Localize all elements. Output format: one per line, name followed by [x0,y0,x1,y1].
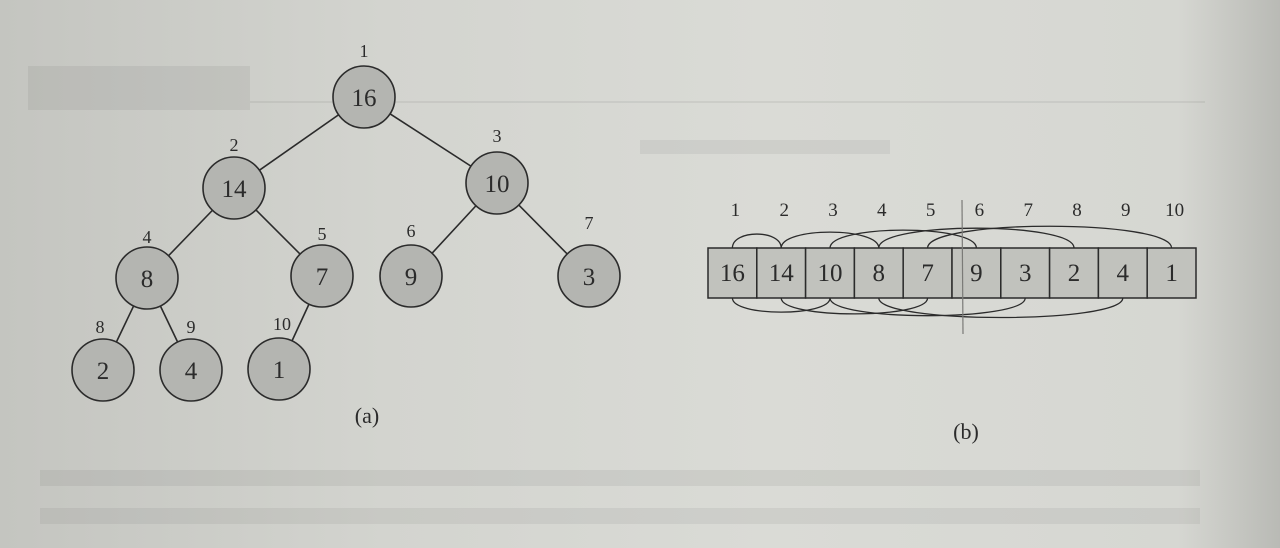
node-circle [332,65,396,129]
array-indices: 1 2 3 4 5 6 7 8 9 10 [731,200,1184,221]
array-arcs [731,225,1173,319]
tree-node: 14 2 [202,135,266,220]
array-index: 1 [731,200,741,221]
array-index: 8 [1072,200,1082,221]
cell-value: 8 [873,260,886,287]
array-cell: 4 [1097,247,1148,299]
cell-value: 4 [1117,260,1130,287]
array-cell: 3 [1000,247,1051,299]
tree-node: 1 10 [247,314,311,401]
node-index: 8 [96,317,105,337]
node-circle [247,337,311,401]
cell-box [756,247,807,299]
tree-node: 84 [115,227,179,310]
node-index: 2 [230,135,239,155]
node-value: 1 [273,357,286,384]
array-cell: 8 [853,247,904,299]
node-value: 2 [97,358,110,385]
tree-node: 10 3 [465,126,529,215]
parent-child-arc [829,297,1026,317]
node-index: 4 [143,227,152,247]
cell-box [951,247,1002,299]
cell-box [1048,247,1100,299]
cell-value: 16 [720,260,745,287]
cell-value: 2 [1068,260,1081,287]
array-cell: 7 [902,247,953,299]
node-circle [71,338,135,402]
array-cell: 2 [1048,247,1100,299]
array-cells: 16 14 10 8 7 9 3 2 4 1 [707,247,1197,299]
tree-node: 49 [159,317,223,402]
tree-caption: (a) [355,403,379,428]
array-cell: 9 [951,247,1002,299]
node-circle [379,244,443,308]
node-circle [557,244,621,308]
parent-child-arc [780,231,880,249]
node-circle [115,246,179,310]
parent-child-arc [878,297,1124,319]
node-value: 14 [222,176,248,203]
node-circle [159,338,223,402]
array-cell: 1 [1146,247,1197,299]
cell-box [804,247,856,299]
cell-value: 14 [769,260,795,287]
node-value: 9 [405,264,418,291]
node-value: 7 [316,264,329,291]
node-value: 10 [485,171,510,198]
node-index: 3 [493,126,502,146]
node-index: 10 [273,314,291,334]
array-index: 6 [975,200,985,221]
cell-box [1146,247,1197,299]
node-index: 1 [360,41,369,61]
array-index: 3 [828,200,838,221]
tree-node: 96 [379,221,443,308]
margin-rule [961,199,964,335]
array-index: 4 [877,200,887,221]
array-index: 10 [1165,200,1184,221]
cell-value: 7 [921,260,934,287]
bleed-through-text [28,66,1205,524]
parent-child-arc [829,229,978,249]
parent-child-arc [878,227,1075,249]
array-index: 7 [1023,200,1033,221]
array-index: 5 [926,200,936,221]
cell-value: 10 [818,260,843,287]
array-cell: 10 [804,247,856,299]
array-cell: 16 [707,247,758,299]
tree-edges [102,96,590,371]
node-circle [290,244,354,308]
tree-node: 75 [290,224,354,308]
node-value: 4 [185,358,198,385]
cell-value: 1 [1165,260,1178,287]
node-value: 3 [583,264,596,291]
cell-value: 3 [1019,260,1032,287]
array-caption: (b) [953,419,979,444]
node-circle [202,156,266,220]
cell-value: 9 [970,260,983,287]
node-index: 5 [318,224,327,244]
node-value: 8 [141,266,154,293]
parent-child-arc [731,233,782,249]
node-index: 9 [187,317,196,337]
array-index: 9 [1121,200,1131,221]
cell-box [853,247,904,299]
tree-node: 37 [557,213,621,308]
node-value: 16 [352,85,377,112]
parent-child-arc [926,225,1173,249]
node-circle [465,151,529,215]
array-index: 2 [779,200,789,221]
array-cell: 14 [756,247,807,299]
tree-node: 28 [71,317,135,402]
node-index: 7 [585,213,594,233]
node-index: 6 [407,221,416,241]
tree-node: 16 1 [332,41,396,129]
parent-child-arc [731,297,831,313]
cell-box [707,247,758,299]
cell-box [1097,247,1148,299]
parent-child-arc [780,297,929,315]
